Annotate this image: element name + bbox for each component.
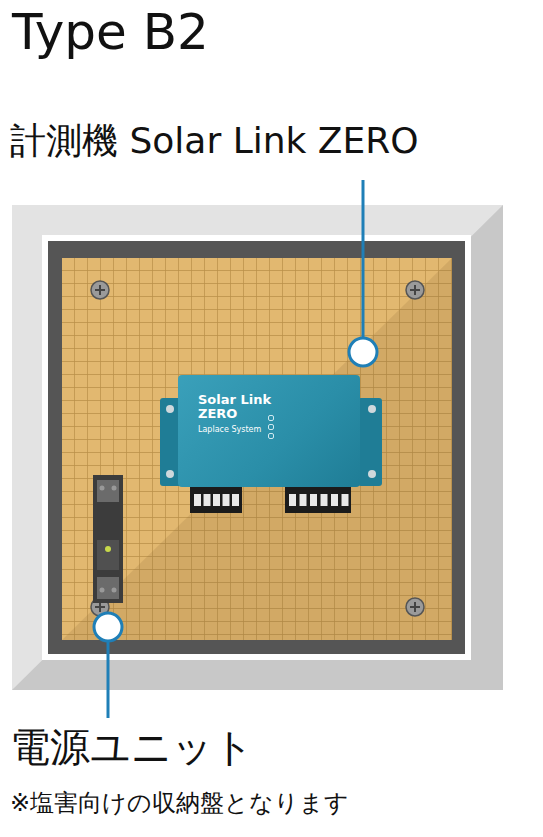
maker-name: Laplace System <box>198 425 350 434</box>
terminal-screws <box>194 494 349 506</box>
screw-slots <box>95 285 420 612</box>
board-shade <box>62 258 452 640</box>
terminal-screw <box>342 494 349 506</box>
callout-circle <box>349 338 377 366</box>
callout-circle <box>94 613 122 641</box>
terminal-screw <box>331 494 338 506</box>
terminal-screw <box>223 494 230 506</box>
note: ※塩害向けの収納盤となります <box>10 790 349 818</box>
terminal-screw <box>232 494 239 506</box>
housing <box>12 205 503 690</box>
part-label: 計測機 Solar Link ZERO <box>10 120 419 161</box>
leader-line <box>362 180 365 338</box>
frame-edge <box>42 235 471 660</box>
device-box: Solar Link ZERO Laplace System <box>178 375 360 487</box>
housing-shade <box>12 205 503 690</box>
terminal-blocks <box>190 487 351 513</box>
terminal-screw <box>213 494 220 506</box>
title: Type B2 <box>12 4 209 62</box>
led <box>268 433 274 439</box>
terminal-screw <box>204 494 211 506</box>
mounting-board <box>62 258 452 640</box>
screws <box>91 281 424 616</box>
led <box>268 424 274 430</box>
led <box>268 415 274 421</box>
power-unit <box>93 475 123 603</box>
frame <box>48 241 465 654</box>
leader-line <box>107 641 110 718</box>
terminal-screw <box>300 494 307 506</box>
device-logo: Solar Link ZERO <box>198 393 278 422</box>
terminal-screw <box>289 494 296 506</box>
status-leds <box>268 415 274 442</box>
terminal-screw <box>194 494 201 506</box>
terminal-screw <box>310 494 317 506</box>
part-label: 電源ユニット <box>10 724 254 770</box>
terminal-screw <box>321 494 328 506</box>
